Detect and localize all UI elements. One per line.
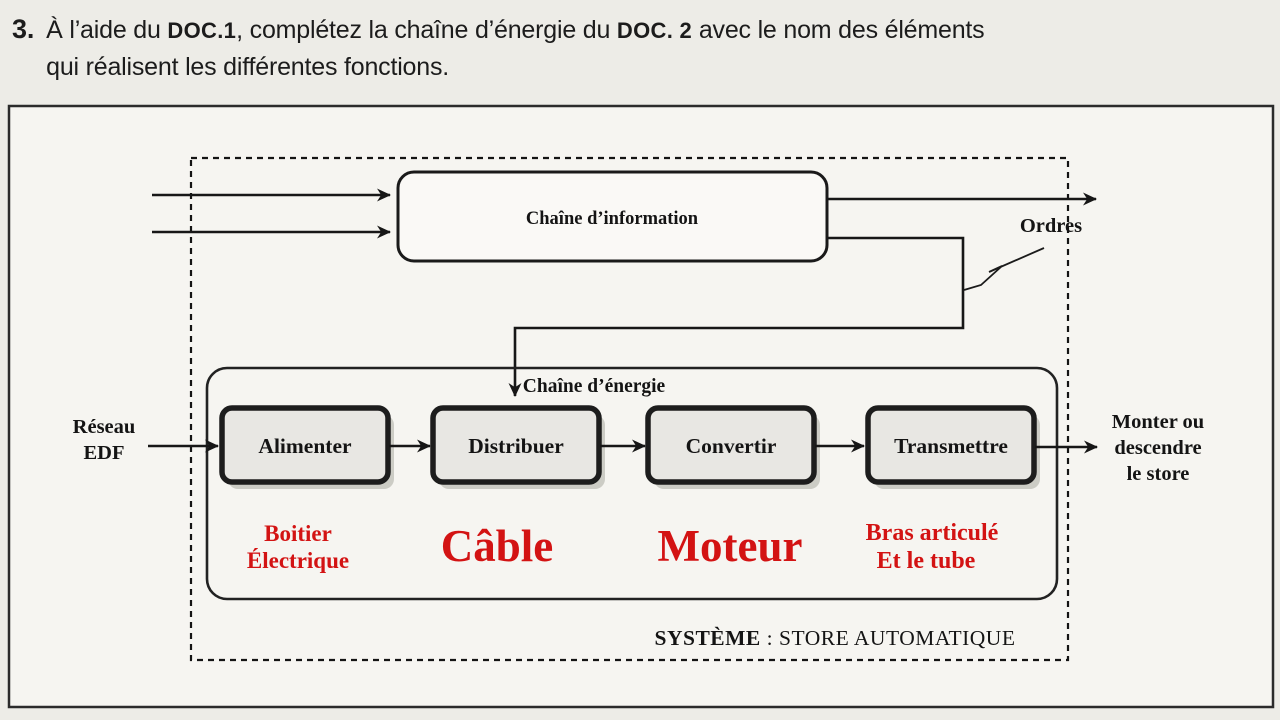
system-name-rest: : STORE AUTOMATIQUE bbox=[761, 626, 1016, 650]
output-label-line2: descendre bbox=[1114, 437, 1201, 459]
information-chain-box bbox=[396, 170, 829, 263]
function-label-alimenter: Alimenter bbox=[258, 434, 352, 458]
answer-convertir: Moteur bbox=[658, 521, 803, 571]
function-box-alimenter: Alimenter bbox=[219, 405, 394, 489]
function-box-convertir: Convertir bbox=[645, 405, 820, 489]
question-block: 3. À l’aide du DOC.1, complétez la chaîn… bbox=[12, 12, 1192, 85]
function-label-transmettre: Transmettre bbox=[894, 434, 1008, 458]
system-boundary-dotted bbox=[189, 156, 1070, 662]
reseau-edf-label-line2: EDF bbox=[84, 442, 125, 464]
question-text: À l’aide du DOC.1, complétez la chaîne d… bbox=[46, 12, 985, 85]
feedback-connector-arrow bbox=[508, 236, 965, 397]
answer-transmettre-line1: Bras articulé bbox=[866, 520, 999, 546]
function-label-distribuer: Distribuer bbox=[468, 434, 564, 458]
doc2-reference: DOC. 2 bbox=[616, 18, 693, 43]
energy-chain-container bbox=[205, 366, 1059, 601]
answer-alimenter-line1: Boitier bbox=[264, 521, 332, 546]
question-segment: À l’aide du bbox=[46, 16, 168, 44]
answer-transmettre-line2: Et le tube bbox=[877, 548, 976, 574]
answer-alimenter-line2: Électrique bbox=[247, 548, 349, 573]
orders-label: Ordres bbox=[1020, 215, 1082, 237]
output-label-line3: le store bbox=[1127, 463, 1190, 485]
system-name-bold: SYSTÈME bbox=[655, 626, 761, 650]
function-label-convertir: Convertir bbox=[686, 434, 777, 458]
output-label-line1: Monter ou bbox=[1112, 411, 1204, 433]
doc1-reference: DOC.1 bbox=[167, 18, 237, 43]
energy-chain-label: Chaîne d’énergie bbox=[523, 376, 666, 397]
question-segment: , complétez la chaîne d’énergie du bbox=[236, 16, 617, 44]
system-name-label: SYSTÈME : STORE AUTOMATIQUE bbox=[655, 626, 1016, 650]
function-box-transmettre: Transmettre bbox=[865, 405, 1040, 489]
question-line-1: À l’aide du DOC.1, complétez la chaîne d… bbox=[46, 12, 985, 49]
question-segment: avec le nom des éléments bbox=[692, 16, 985, 44]
question-line-2: qui réalisent les différentes fonctions. bbox=[46, 53, 450, 81]
box-face bbox=[865, 405, 1037, 485]
box-face bbox=[219, 405, 391, 485]
box-face bbox=[645, 405, 817, 485]
orders-leader-zigzag-icon bbox=[963, 247, 1045, 291]
box-face bbox=[430, 405, 602, 485]
answer-distribuer: Câble bbox=[441, 521, 554, 571]
question-number: 3. bbox=[12, 14, 35, 44]
function-box-distribuer: Distribuer bbox=[430, 405, 605, 489]
information-chain-label: Chaîne d’information bbox=[526, 209, 699, 229]
reseau-edf-label-line1: Réseau bbox=[73, 416, 136, 438]
